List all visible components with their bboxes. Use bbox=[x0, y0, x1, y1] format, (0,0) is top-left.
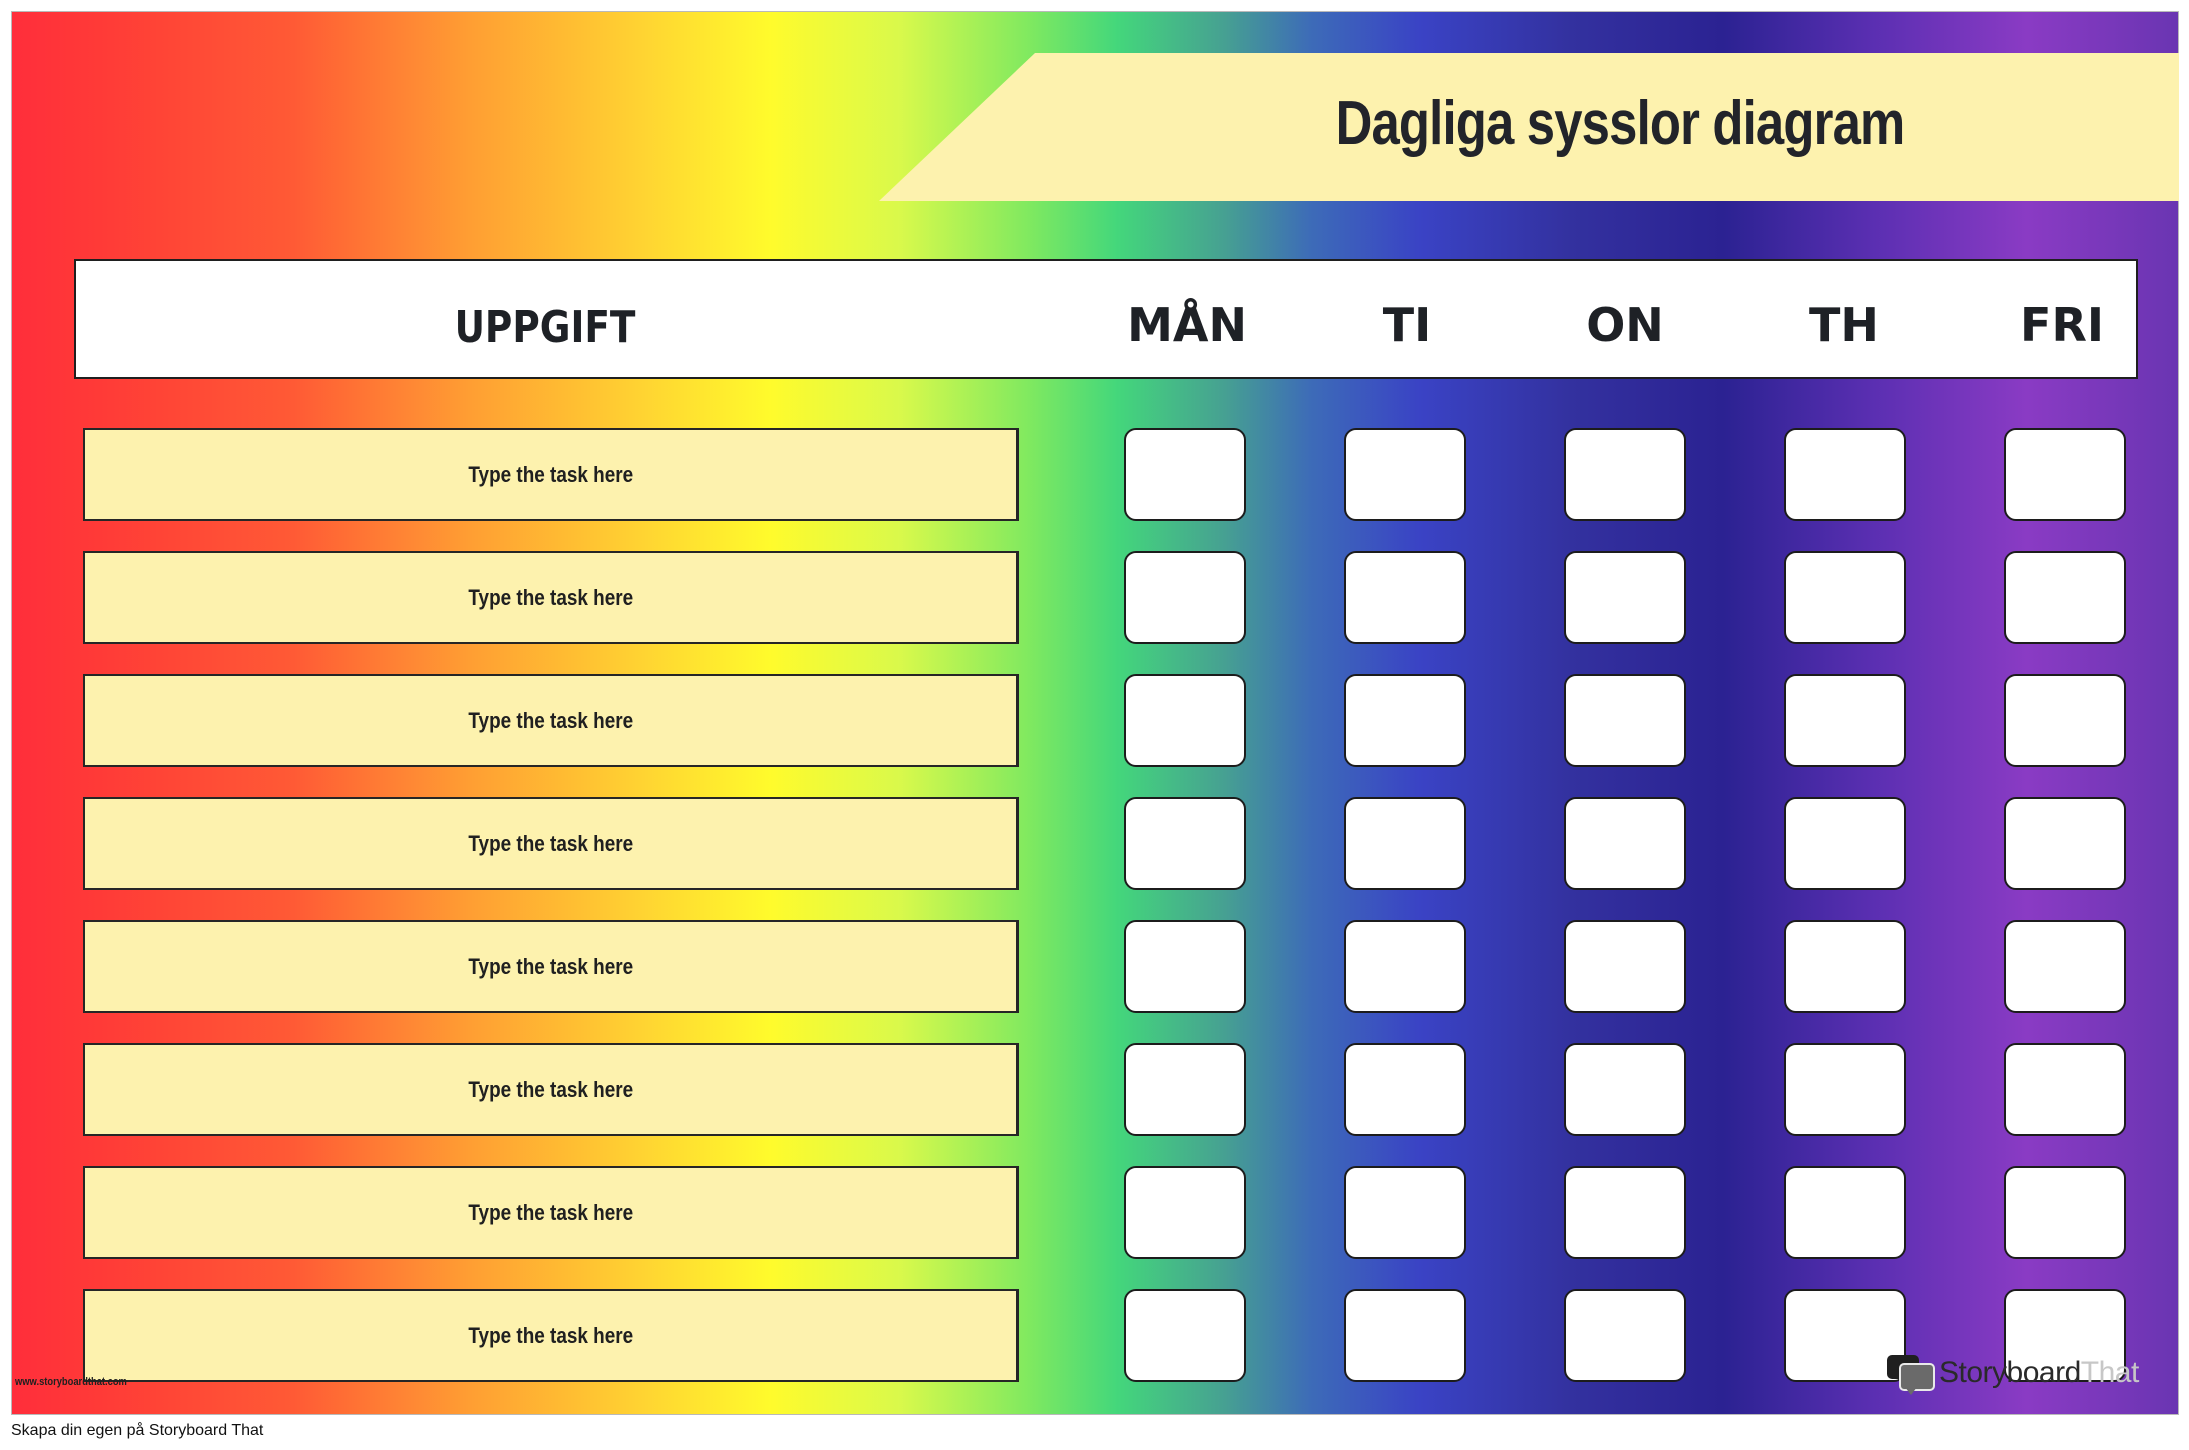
task-text[interactable]: Type the task here bbox=[468, 461, 633, 487]
checkbox-tue[interactable] bbox=[1344, 1166, 1466, 1259]
checkbox-tue[interactable] bbox=[1344, 920, 1466, 1013]
task-field[interactable]: Type the task here bbox=[83, 1166, 1019, 1259]
header-row bbox=[74, 259, 2138, 379]
checkbox-thu[interactable] bbox=[1784, 797, 1906, 890]
logo-word-storyboard: Storyboard bbox=[1939, 1356, 2081, 1389]
chart-title[interactable]: Dagliga sysslor diagram bbox=[1335, 89, 1906, 158]
task-text[interactable]: Type the task here bbox=[468, 830, 633, 856]
checkbox-wed[interactable] bbox=[1564, 428, 1686, 521]
checkbox-wed[interactable] bbox=[1564, 797, 1686, 890]
checkbox-tue[interactable] bbox=[1344, 1289, 1466, 1382]
checkbox-mon[interactable] bbox=[1124, 1289, 1246, 1382]
speech-bubble-logo-icon bbox=[1887, 1353, 1935, 1395]
checkbox-mon[interactable] bbox=[1124, 797, 1246, 890]
checkbox-tue[interactable] bbox=[1344, 551, 1466, 644]
checkbox-wed[interactable] bbox=[1564, 920, 1686, 1013]
checkbox-fri[interactable] bbox=[2004, 797, 2126, 890]
checkbox-thu[interactable] bbox=[1784, 920, 1906, 1013]
checkbox-fri[interactable] bbox=[2004, 428, 2126, 521]
checkbox-mon[interactable] bbox=[1124, 428, 1246, 521]
task-field[interactable]: Type the task here bbox=[83, 551, 1019, 644]
task-field[interactable]: Type the task here bbox=[83, 1289, 1019, 1382]
checkbox-fri[interactable] bbox=[2004, 920, 2126, 1013]
checkbox-wed[interactable] bbox=[1564, 1289, 1686, 1382]
title-banner bbox=[879, 53, 2179, 201]
task-text[interactable]: Type the task here bbox=[468, 584, 633, 610]
task-field[interactable]: Type the task here bbox=[83, 428, 1019, 521]
checkbox-mon[interactable] bbox=[1124, 674, 1246, 767]
task-field[interactable]: Type the task here bbox=[83, 920, 1019, 1013]
checkbox-thu[interactable] bbox=[1784, 1166, 1906, 1259]
watermark-url: www.storyboardthat.com bbox=[15, 1376, 127, 1388]
checkbox-wed[interactable] bbox=[1564, 551, 1686, 644]
checkbox-fri[interactable] bbox=[2004, 674, 2126, 767]
checkbox-thu[interactable] bbox=[1784, 674, 1906, 767]
checkbox-mon[interactable] bbox=[1124, 551, 1246, 644]
task-field[interactable]: Type the task here bbox=[83, 674, 1019, 767]
checkbox-wed[interactable] bbox=[1564, 674, 1686, 767]
checkbox-fri[interactable] bbox=[2004, 1289, 2126, 1382]
checkbox-thu[interactable] bbox=[1784, 1289, 1906, 1382]
storyboardthat-logo: StoryboardThat bbox=[1887, 1349, 2157, 1397]
day-header-thu[interactable]: TH bbox=[1809, 298, 1879, 352]
checkbox-mon[interactable] bbox=[1124, 1043, 1246, 1136]
checkbox-mon[interactable] bbox=[1124, 1166, 1246, 1259]
task-text[interactable]: Type the task here bbox=[468, 707, 633, 733]
checkbox-thu[interactable] bbox=[1784, 1043, 1906, 1136]
checkbox-tue[interactable] bbox=[1344, 797, 1466, 890]
checkbox-thu[interactable] bbox=[1784, 428, 1906, 521]
day-header-mon[interactable]: MÅN bbox=[1127, 298, 1247, 352]
task-field[interactable]: Type the task here bbox=[83, 797, 1019, 890]
task-field[interactable]: Type the task here bbox=[83, 1043, 1019, 1136]
task-text[interactable]: Type the task here bbox=[468, 1076, 633, 1102]
checkbox-tue[interactable] bbox=[1344, 1043, 1466, 1136]
task-text[interactable]: Type the task here bbox=[468, 1322, 633, 1348]
checkbox-wed[interactable] bbox=[1564, 1166, 1686, 1259]
logo-word-that: That bbox=[2080, 1356, 2140, 1389]
task-text[interactable]: Type the task here bbox=[468, 1199, 633, 1225]
checkbox-tue[interactable] bbox=[1344, 428, 1466, 521]
day-header-tue[interactable]: TI bbox=[1382, 298, 1432, 352]
checkbox-fri[interactable] bbox=[2004, 1043, 2126, 1136]
checkbox-mon[interactable] bbox=[1124, 920, 1246, 1013]
checkbox-wed[interactable] bbox=[1564, 1043, 1686, 1136]
checkbox-tue[interactable] bbox=[1344, 674, 1466, 767]
logo-wordmark: StoryboardThat bbox=[1939, 1356, 2139, 1390]
footer-credit[interactable]: Skapa din egen på Storyboard That bbox=[11, 1422, 264, 1439]
checkbox-fri[interactable] bbox=[2004, 551, 2126, 644]
task-text[interactable]: Type the task here bbox=[468, 953, 633, 979]
checkbox-thu[interactable] bbox=[1784, 551, 1906, 644]
day-header-fri[interactable]: FRI bbox=[2020, 298, 2104, 352]
task-column-header[interactable]: UPPGIFT bbox=[454, 302, 636, 353]
checkbox-fri[interactable] bbox=[2004, 1166, 2126, 1259]
day-header-wed[interactable]: ON bbox=[1586, 298, 1664, 352]
